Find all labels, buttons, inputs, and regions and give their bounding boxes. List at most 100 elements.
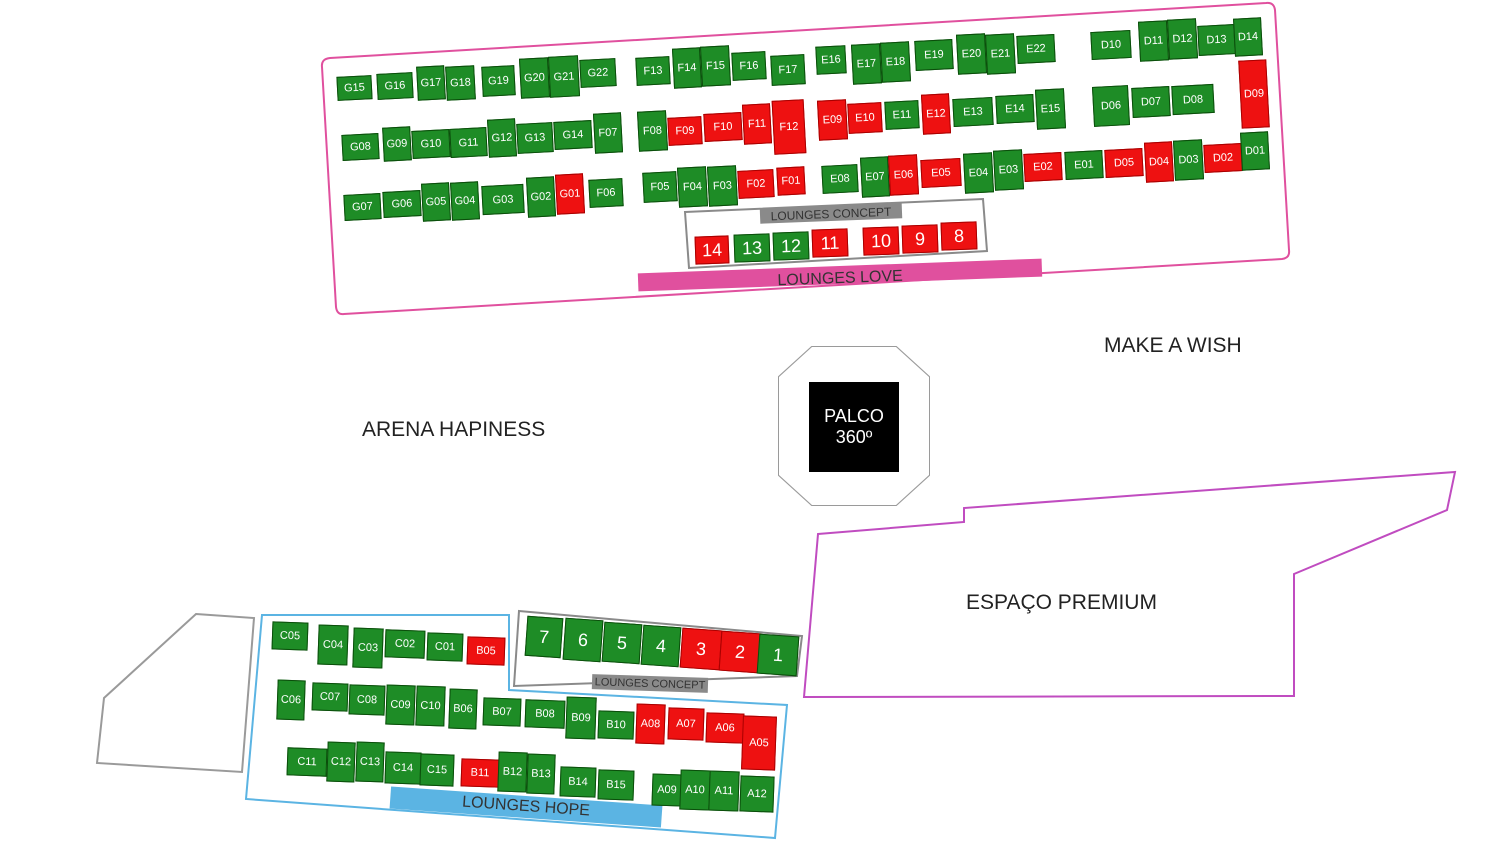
stand-e17[interactable]: E17 [850,43,883,85]
stand-d09[interactable]: D09 [1238,59,1270,129]
stand-d04[interactable]: D04 [1143,141,1175,183]
stand-b10[interactable]: B10 [597,710,635,740]
stand-d01[interactable]: D01 [1240,131,1270,171]
stand-f02[interactable]: F02 [737,169,775,199]
stand-b08[interactable]: B08 [524,699,566,729]
stand-g19[interactable]: G19 [481,65,516,97]
stand-g15[interactable]: G15 [336,75,373,101]
stand-g03[interactable]: G03 [481,183,525,216]
stand-c12[interactable]: C12 [326,741,356,783]
stand-e14[interactable]: E14 [995,94,1035,124]
lounge-11[interactable]: 11 [811,228,849,258]
stand-e15[interactable]: E15 [1034,88,1067,130]
stand-f04[interactable]: F04 [676,166,709,208]
lounge-12[interactable]: 12 [772,231,810,261]
lounge-3[interactable]: 3 [679,627,723,671]
stand-f09[interactable]: F09 [667,116,703,146]
stand-f03[interactable]: F03 [706,165,739,207]
stand-f15[interactable]: F15 [699,45,732,87]
stand-b14[interactable]: B14 [559,766,597,798]
stand-e08[interactable]: E08 [821,164,859,194]
stand-f06[interactable]: F06 [588,178,624,208]
stand-e04[interactable]: E04 [962,152,995,194]
lounge-2[interactable]: 2 [718,630,762,674]
stand-c13[interactable]: C13 [355,741,385,783]
stand-e06[interactable]: E06 [887,154,920,196]
stand-b07[interactable]: B07 [482,697,522,727]
stand-a07[interactable]: A07 [667,707,705,741]
lounge-10[interactable]: 10 [862,226,900,256]
stand-f01[interactable]: F01 [776,166,806,196]
stand-g22[interactable]: G22 [579,58,617,88]
stand-b12[interactable]: B12 [497,751,528,793]
stand-e10[interactable]: E10 [847,102,883,134]
stand-g11[interactable]: G11 [449,127,488,158]
stand-f10[interactable]: F10 [703,112,743,142]
stand-g07[interactable]: G07 [343,193,382,221]
stand-e13[interactable]: E13 [952,96,994,128]
stand-b13[interactable]: B13 [526,753,556,795]
lounge-7[interactable]: 7 [524,615,564,659]
stand-d13[interactable]: D13 [1197,24,1236,56]
stand-a05[interactable]: A05 [741,715,777,771]
stand-c08[interactable]: C08 [348,684,386,716]
lounge-9[interactable]: 9 [901,224,939,254]
stand-b11[interactable]: B11 [460,758,500,788]
stand-f17[interactable]: F17 [770,54,806,86]
stand-e03[interactable]: E03 [992,149,1025,191]
stand-d10[interactable]: D10 [1090,29,1132,61]
stand-f14[interactable]: F14 [671,47,703,89]
stand-c10[interactable]: C10 [415,685,446,727]
stand-c04[interactable]: C04 [317,624,349,666]
stand-c14[interactable]: C14 [384,751,422,785]
lounge-8[interactable]: 8 [940,221,978,251]
stand-c07[interactable]: C07 [311,682,349,712]
stand-c01[interactable]: C01 [426,632,464,662]
lounge-5[interactable]: 5 [601,621,643,665]
stand-d02[interactable]: D02 [1203,143,1243,173]
stand-d12[interactable]: D12 [1166,18,1199,60]
stand-c09[interactable]: C09 [385,684,416,726]
stand-g08[interactable]: G08 [341,133,380,161]
stand-g04[interactable]: G04 [450,181,480,221]
stand-e09[interactable]: E09 [816,99,849,141]
stand-b15[interactable]: B15 [597,769,635,801]
stand-e20[interactable]: E20 [955,33,988,75]
stand-b05[interactable]: B05 [466,636,506,666]
lounge-1[interactable]: 1 [756,633,800,677]
stand-d06[interactable]: D06 [1091,85,1131,127]
lounge-6[interactable]: 6 [562,617,604,663]
stand-d11[interactable]: D11 [1137,20,1170,62]
stand-d08[interactable]: D08 [1171,83,1215,116]
stand-f05[interactable]: F05 [642,171,678,203]
stand-f08[interactable]: F08 [636,110,669,152]
stand-a10[interactable]: A10 [679,769,711,811]
stand-d05[interactable]: D05 [1104,148,1144,178]
stand-e19[interactable]: E19 [914,39,954,71]
stand-g17[interactable]: G17 [416,65,446,101]
lounge-4[interactable]: 4 [640,624,682,668]
stand-e21[interactable]: E21 [984,33,1017,75]
stand-g14[interactable]: G14 [553,120,593,150]
stand-c02[interactable]: C02 [384,629,426,659]
stand-a11[interactable]: A11 [708,770,740,812]
stand-b06[interactable]: B06 [448,688,478,730]
lounge-14[interactable]: 14 [694,235,730,265]
stand-g12[interactable]: G12 [487,118,517,158]
stand-c15[interactable]: C15 [419,753,455,787]
stand-c11[interactable]: C11 [286,747,328,777]
stand-g06[interactable]: G06 [382,190,422,218]
stand-a06[interactable]: A06 [705,712,745,744]
stand-a12[interactable]: A12 [739,775,775,813]
stand-f11[interactable]: F11 [741,103,773,145]
stand-f13[interactable]: F13 [635,56,671,86]
stand-c05[interactable]: C05 [271,621,309,651]
stand-g10[interactable]: G10 [411,129,451,159]
stand-e01[interactable]: E01 [1064,150,1104,180]
stand-e22[interactable]: E22 [1016,34,1056,64]
stand-f12[interactable]: F12 [771,99,807,155]
stand-d03[interactable]: D03 [1172,139,1205,181]
stand-e07[interactable]: E07 [859,156,891,198]
stand-e16[interactable]: E16 [815,45,847,75]
stand-f07[interactable]: F07 [592,112,624,154]
